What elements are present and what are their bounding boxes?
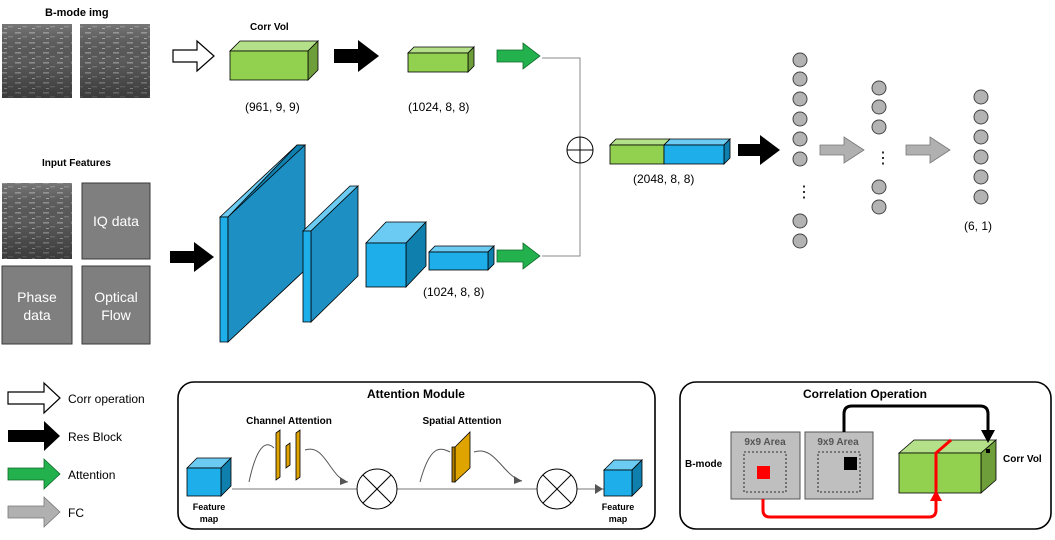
output-shape: (6, 1) — [964, 219, 992, 233]
svg-text:9x9 Area: 9x9 Area — [744, 437, 786, 448]
bmode-image-1 — [2, 24, 72, 98]
corr-vol-title: Corr Vol — [250, 22, 289, 33]
input-feature-map-label-1: Feature — [193, 502, 226, 512]
output-layer — [973, 89, 989, 205]
black-corr-arrow — [842, 404, 990, 432]
svg-text:Optical: Optical — [94, 289, 138, 305]
input-feature-map-cube — [186, 457, 232, 497]
res-block-arrow-input — [170, 242, 214, 272]
multiply-symbol-2 — [536, 468, 578, 510]
legend-attention-label: Attention — [68, 468, 115, 482]
channel-attention-bars — [275, 429, 301, 481]
spatial-attention-label: Spatial Attention — [422, 416, 501, 427]
output-feature-map-label-2: map — [609, 514, 628, 524]
reduced-corr-cuboid — [407, 46, 475, 73]
corr-vol-label: Corr Vol — [1003, 454, 1042, 465]
fc-layer-1 — [792, 52, 808, 249]
svg-text:data: data — [23, 307, 50, 323]
bmode-image-2 — [80, 24, 150, 98]
spatial-attention-in-curve — [419, 448, 451, 483]
input-features-title: Input Features — [42, 158, 111, 169]
output-feature-map-label-1: Feature — [602, 502, 635, 512]
corr-vol-result-cuboid — [897, 438, 998, 494]
svg-text:IQ data: IQ data — [93, 213, 139, 229]
legend-res-block-label: Res Block — [68, 430, 123, 444]
bottom-branch-connector — [542, 163, 581, 257]
attention-arrow-bottom — [496, 242, 541, 270]
area-box-2: 9x9 Area — [804, 431, 874, 500]
input-bmode-image — [2, 183, 72, 259]
svg-text:Flow: Flow — [101, 307, 131, 323]
spatial-out-arrowhead — [514, 476, 522, 484]
legend-corr-operation-icon — [7, 381, 61, 415]
attention-module-panel — [177, 381, 656, 530]
svg-text:9x9 Area: 9x9 Area — [817, 437, 859, 448]
phase-data-box: Phase data — [1, 265, 73, 345]
correlation-operation-title: Correlation Operation — [803, 387, 927, 401]
multiply-symbol-1 — [356, 468, 398, 510]
fc-layer-2-ellipsis: ⋮ — [875, 150, 891, 167]
encoder-block-4 — [428, 245, 495, 271]
channel-attention-label: Channel Attention — [246, 416, 332, 427]
encoder-block-2 — [302, 185, 359, 323]
output-feature-map-cube — [603, 459, 643, 497]
legend-corr-operation-label: Corr operation — [68, 392, 145, 406]
black-corr-arrowhead — [981, 430, 995, 443]
concat-shape: (2048, 8, 8) — [633, 172, 694, 186]
optical-flow-box: Optical Flow — [81, 265, 151, 345]
encoded-shape: (1024, 8, 8) — [423, 285, 484, 299]
area-box-1: 9x9 Area — [730, 431, 801, 500]
attention-arrow-top — [496, 42, 541, 70]
encoder-block-3 — [365, 221, 427, 288]
red-corr-arrow — [761, 497, 938, 519]
concat-symbol — [566, 136, 594, 164]
legend-attention-icon — [7, 458, 61, 490]
bmode-title: B-mode img — [45, 7, 109, 19]
fc-layer-1-ellipsis: ⋮ — [796, 184, 812, 201]
fc-arrow-1 — [819, 136, 865, 164]
red-corr-arrowhead — [930, 490, 942, 501]
corr-vol-shape: (961, 9, 9) — [245, 100, 300, 114]
legend-fc-label: FC — [68, 506, 84, 520]
res-block-arrow-fusion — [738, 135, 780, 165]
iq-data-box: IQ data — [81, 182, 151, 260]
svg-text:Phase: Phase — [17, 289, 57, 305]
reduced-corr-shape: (1024, 8, 8) — [408, 100, 469, 114]
input-feature-map-label-2: map — [200, 514, 219, 524]
encoder-block-1 — [218, 144, 307, 343]
attention-module-title: Attention Module — [367, 387, 465, 401]
fc-arrow-2 — [905, 136, 951, 164]
channel-attention-in-curve — [248, 444, 275, 483]
channel-out-arrowhead — [340, 477, 348, 485]
bmode-label: B-mode — [685, 459, 723, 470]
output-arrowhead — [595, 484, 603, 494]
corr-vol-cuboid — [229, 40, 319, 81]
legend-res-block-icon — [8, 421, 60, 451]
legend-fc-icon — [7, 496, 61, 528]
top-branch-connector — [542, 57, 581, 137]
spatial-attention-map — [451, 431, 471, 483]
res-block-arrow-top — [334, 40, 379, 72]
fc-layer-2 — [871, 80, 887, 215]
concat-cuboid — [609, 138, 731, 165]
corr-operation-arrow — [172, 39, 215, 73]
